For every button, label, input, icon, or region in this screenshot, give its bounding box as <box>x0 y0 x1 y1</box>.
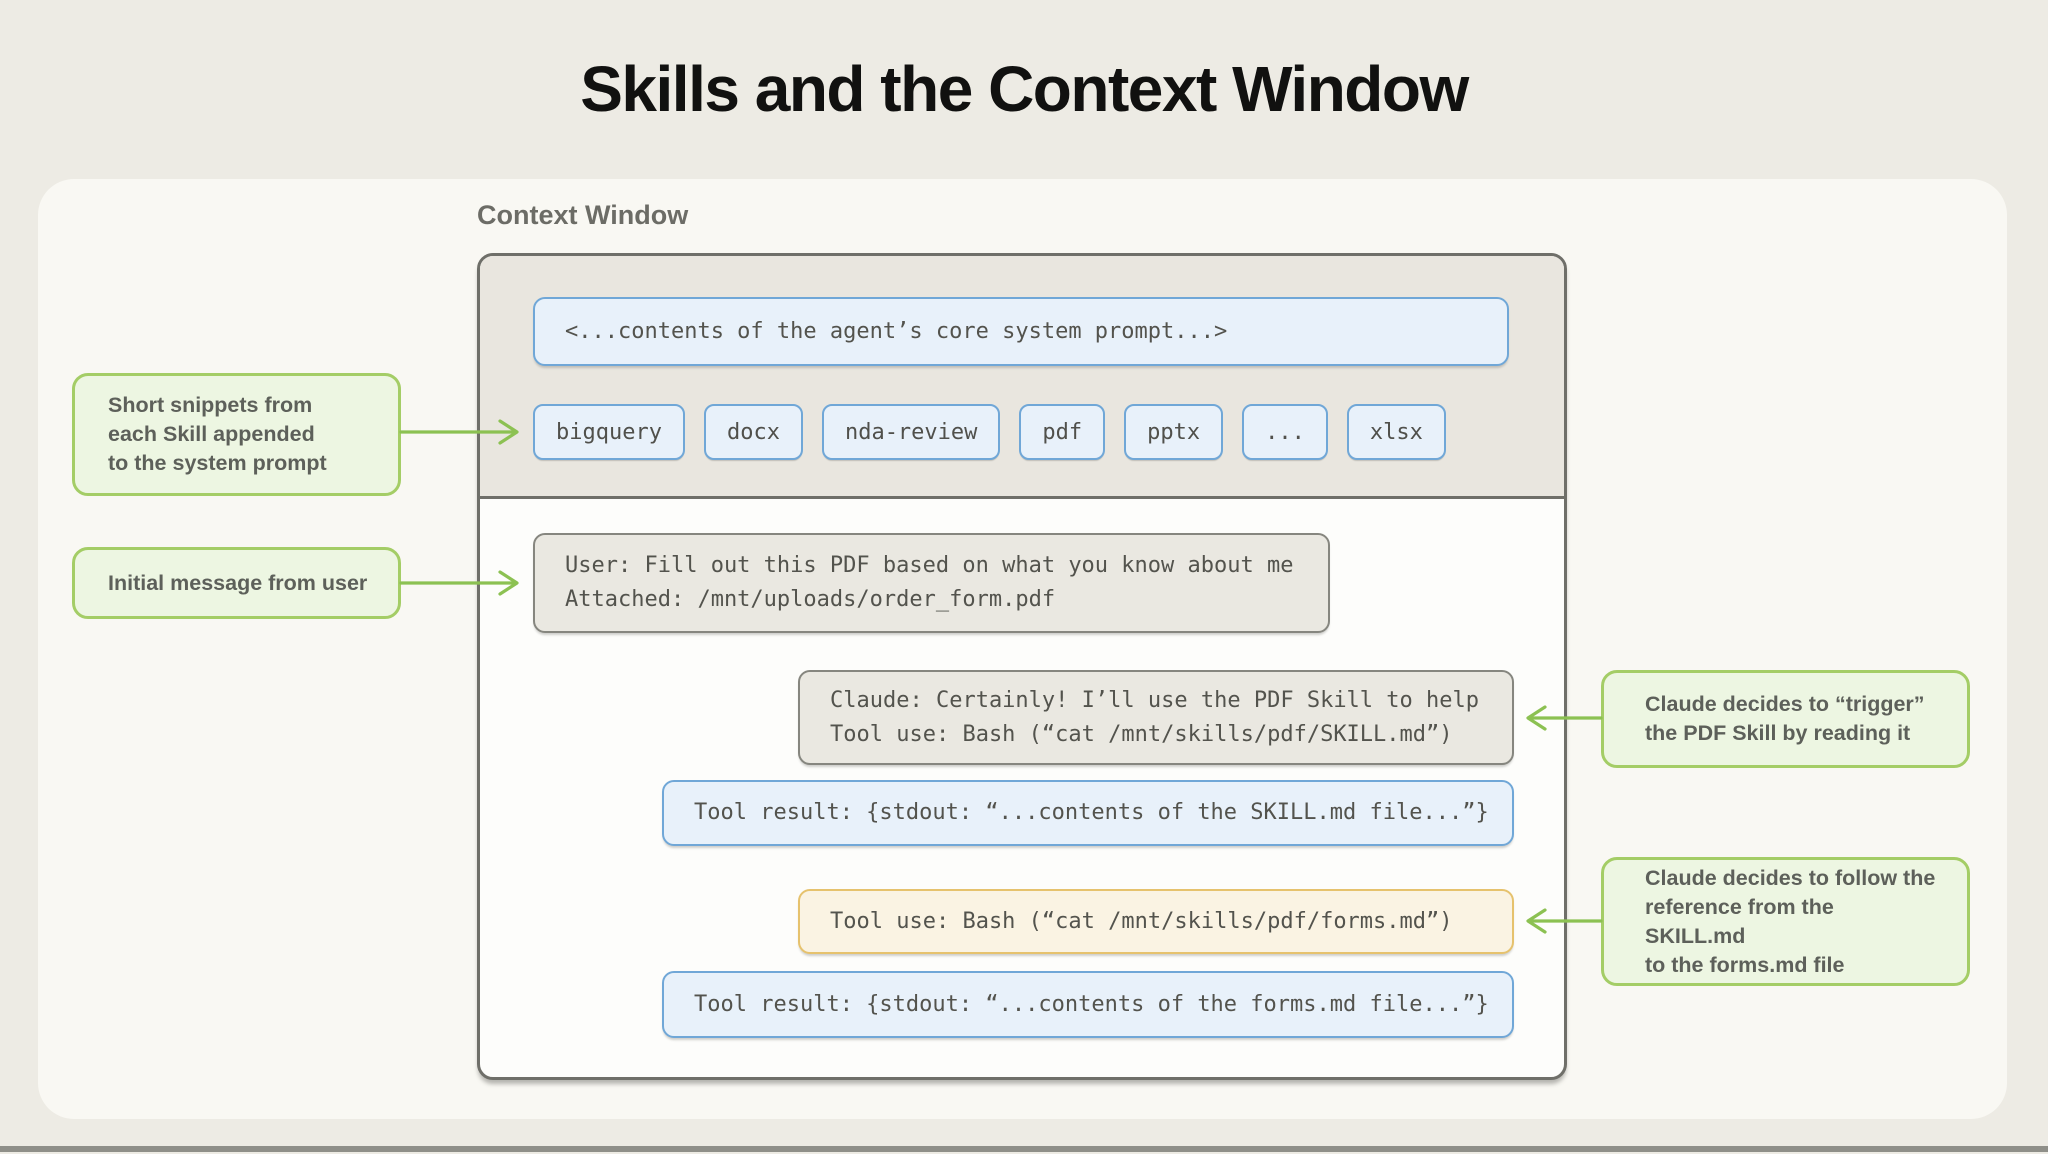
skill-chip-xlsx: xlsx <box>1346 404 1446 460</box>
skill-chip-bigquery: bigquery <box>533 404 685 460</box>
context-window-label: Context Window <box>477 200 689 230</box>
callout-trigger-skill: Claude decides to “trigger” the PDF Skil… <box>1601 670 1970 768</box>
system-prompt-box: <...contents of the agent’s core system … <box>533 297 1509 366</box>
user-message-box: User: Fill out this PDF based on what yo… <box>533 533 1330 633</box>
system-prompt-section: <...contents of the agent’s core system … <box>480 256 1564 499</box>
callout-short-snippets: Short snippets from each Skill appended … <box>72 373 401 496</box>
arrow-follow-reference <box>1526 908 1603 934</box>
arrow-initial-message <box>399 570 519 596</box>
tool-result-skill-box: Tool result: {stdout: “...contents of th… <box>662 780 1514 846</box>
claude-message-box: Claude: Certainly! I’ll use the PDF Skil… <box>798 670 1514 765</box>
skill-chip-docx: docx <box>703 404 803 460</box>
callout-initial-message: Initial message from user <box>72 547 401 619</box>
arrow-trigger-skill <box>1526 705 1603 731</box>
page-title: Skills and the Context Window <box>580 53 1469 125</box>
context-window-box: <...contents of the agent’s core system … <box>477 253 1567 1080</box>
skill-chip-pptx: pptx <box>1124 404 1224 460</box>
skill-chip-nda-review: nda-review <box>821 404 1001 460</box>
bottom-rule <box>0 1146 2048 1152</box>
tool-result-forms-box: Tool result: {stdout: “...contents of th… <box>662 971 1514 1038</box>
callout-follow-reference: Claude decides to follow the reference f… <box>1601 857 1970 986</box>
skill-chip-: ... <box>1242 404 1328 460</box>
skill-chip-pdf: pdf <box>1019 404 1106 460</box>
arrow-short-snippets <box>399 419 519 445</box>
tool-use-forms-box: Tool use: Bash (“cat /mnt/skills/pdf/for… <box>798 889 1514 954</box>
